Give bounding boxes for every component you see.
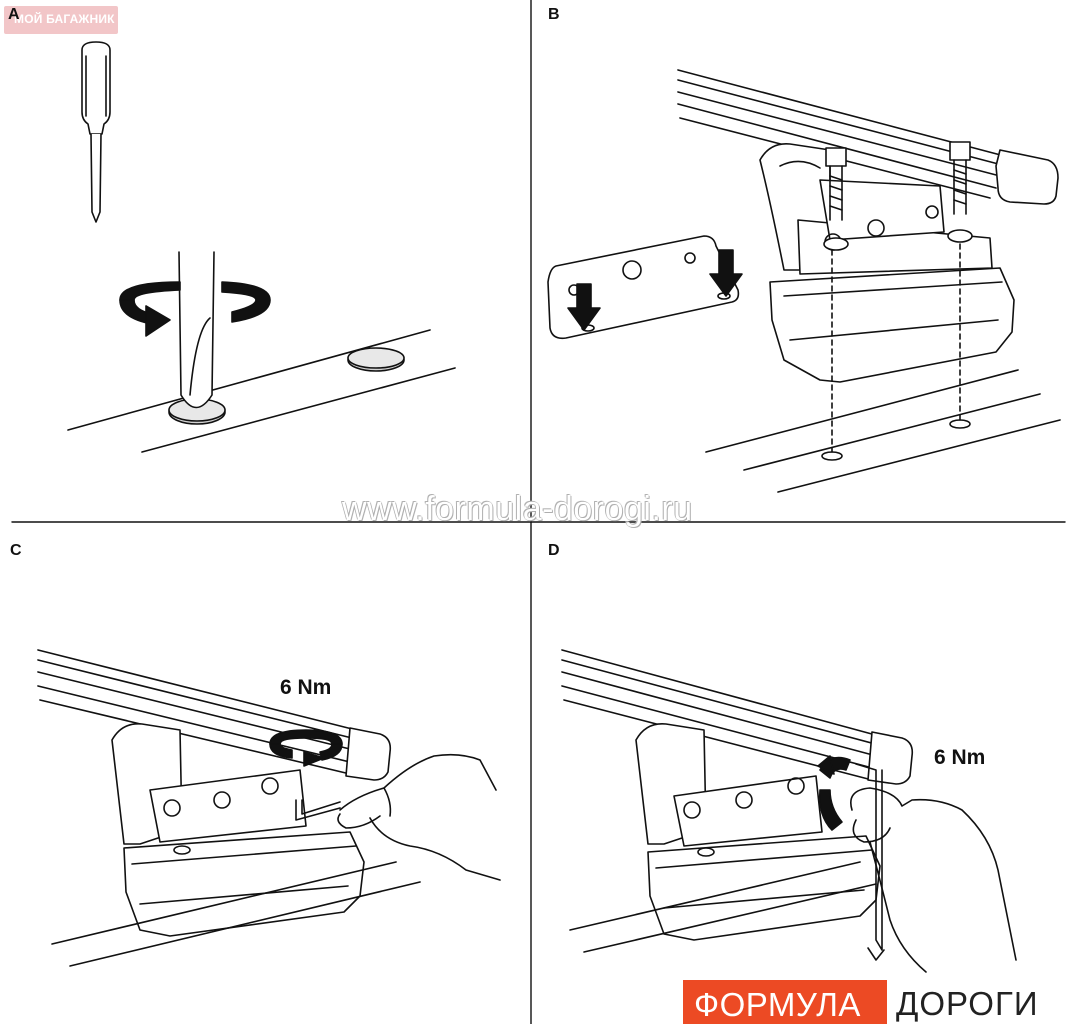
panel-c-drawing — [37, 649, 501, 967]
panel-label-d: D — [548, 542, 560, 559]
panel-d-drawing — [561, 649, 1017, 973]
rotation-arrow-icon — [817, 755, 851, 831]
panel-label-c: C — [10, 542, 22, 559]
torque-label-d: 6 Nm — [934, 746, 986, 769]
panel-label-a: A — [8, 6, 20, 23]
panel-a-drawing — [67, 41, 456, 453]
hex-key-icon — [295, 799, 341, 821]
screwdriver-icon — [81, 41, 111, 223]
hand-icon — [337, 753, 501, 881]
down-arrow-icon — [567, 249, 743, 331]
watermark-text: www.formula-dorogi.ru — [342, 490, 693, 528]
hand-icon — [850, 787, 1017, 973]
panel-label-b: B — [548, 6, 560, 23]
roof-bar — [37, 649, 392, 781]
roof-bar — [561, 649, 914, 785]
corner-badge-text: МОЙ БАГАЖНИК — [14, 12, 115, 26]
rotation-arrow-icon — [119, 281, 271, 337]
rotation-arrow-icon — [269, 729, 343, 767]
logo-accent-box: ФОРМУЛА — [683, 980, 887, 1024]
panel-b-drawing — [547, 69, 1061, 493]
logo-text-part2: ДОРОГИ — [896, 985, 1039, 1022]
bolt-icon — [825, 141, 971, 221]
torque-label-c: 6 Nm — [280, 676, 332, 699]
logo-text-part1: ФОРМУЛА — [694, 986, 861, 1023]
corner-badge: МОЙ БАГАЖНИК — [4, 6, 118, 34]
